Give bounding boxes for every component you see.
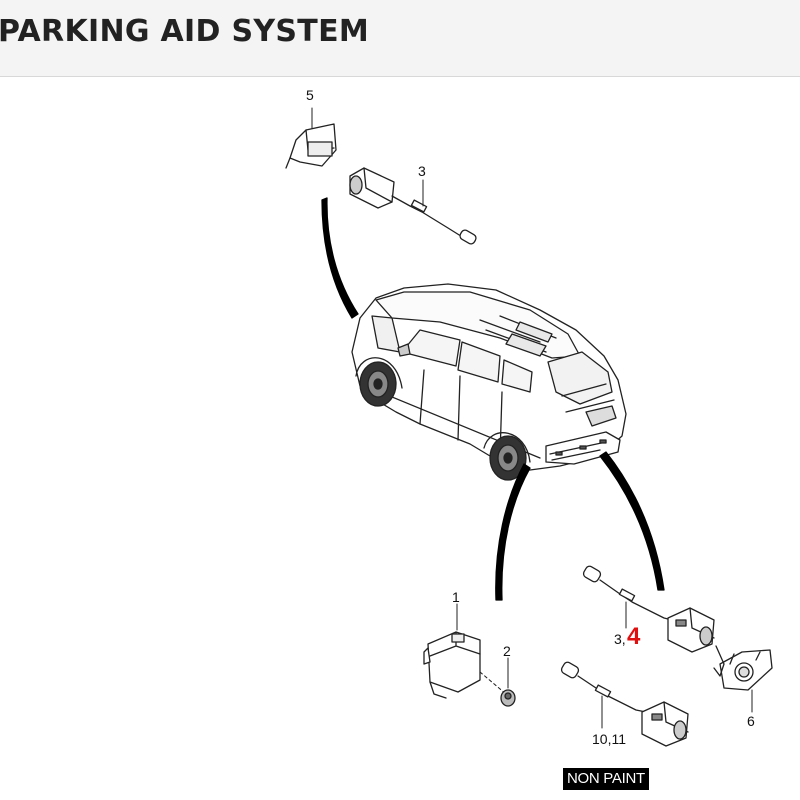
non-paint-badge: NON PAINT — [563, 768, 649, 790]
vehicle-illustration — [351, 283, 627, 481]
callout-3-rear[interactable]: 3, — [614, 631, 626, 647]
callout-2[interactable]: 2 — [503, 643, 511, 659]
callout-4[interactable]: 4 — [627, 623, 641, 650]
part-6-holder[interactable] — [713, 645, 773, 713]
part-1-control-module[interactable] — [423, 603, 507, 699]
part-3-front-sensor[interactable] — [349, 167, 477, 245]
header-bar: PARKING AID SYSTEM — [0, 0, 800, 77]
callout-10-11[interactable]: 10,11 — [592, 731, 626, 747]
part-5-bracket[interactable] — [285, 107, 337, 169]
callout-1[interactable]: 1 — [452, 589, 460, 605]
callout-3-front[interactable]: 3 — [418, 163, 426, 179]
part-3-4-rear-sensor[interactable] — [582, 565, 715, 653]
callout-6[interactable]: 6 — [747, 713, 755, 729]
callout-5[interactable]: 5 — [306, 87, 314, 103]
part-10-11-rear-sensor[interactable] — [560, 661, 689, 747]
part-2-nut[interactable] — [500, 657, 516, 707]
page-title: PARKING AID SYSTEM — [0, 14, 370, 49]
